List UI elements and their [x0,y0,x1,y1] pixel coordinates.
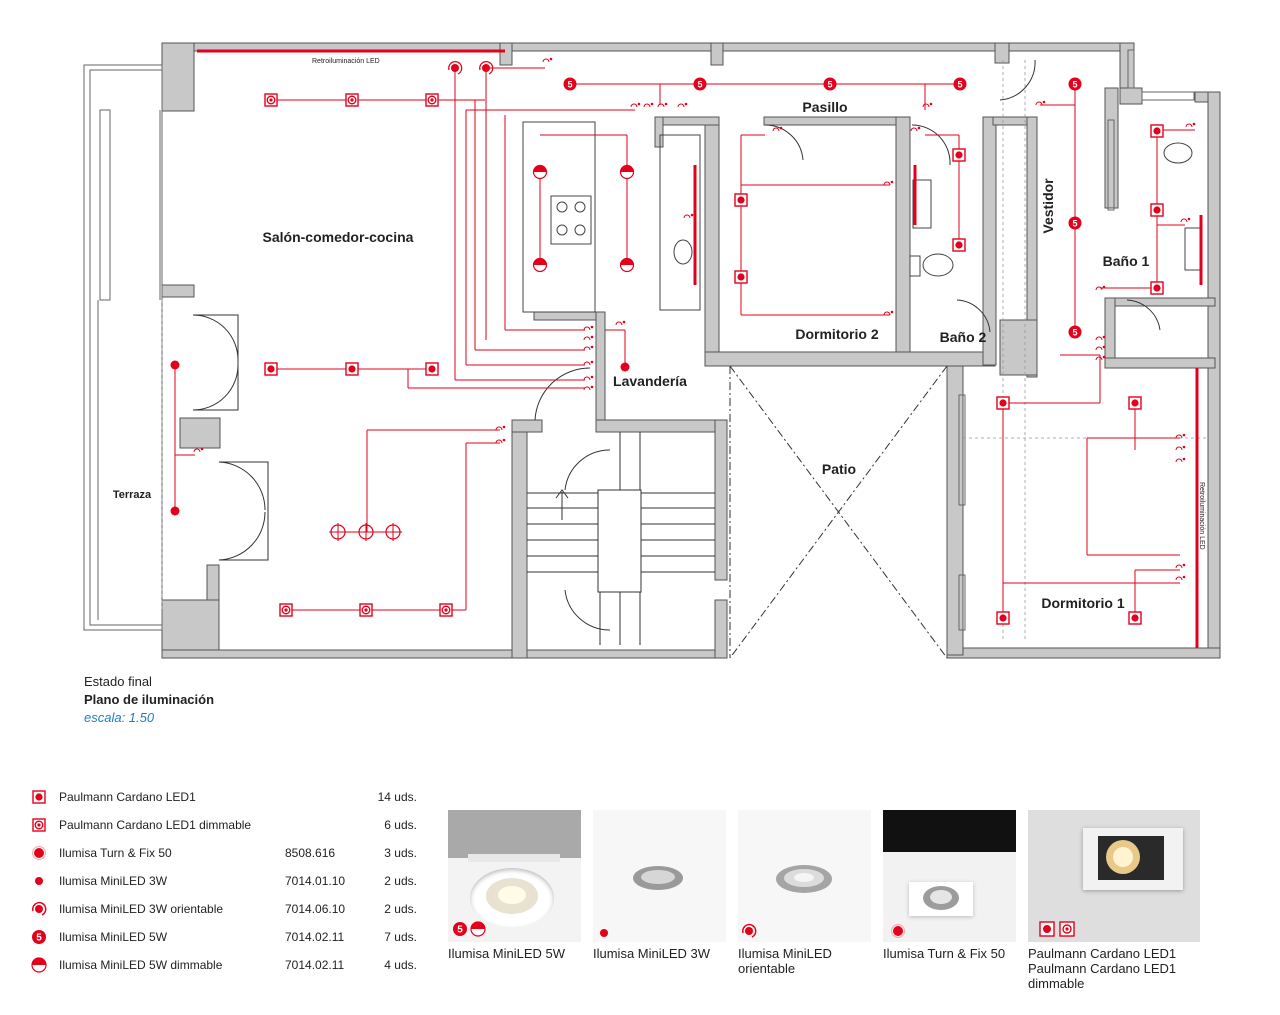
room-label-lavanderia: Lavandería [613,373,687,389]
legend-row: Ilumisa MiniLED 3W 7014.01.10 2 uds. [30,870,430,898]
room-label-vestidor: Vestidor [1040,178,1056,234]
drawing-caption: Estado final Plano de iluminación escala… [84,673,214,727]
product-name: Paulmann Cardano LED1 Paulmann Cardano L… [1028,946,1177,991]
room-label-terraza: Terraza [113,489,152,501]
product-card: Ilumisa MiniLED orientable [738,810,871,976]
caption-state: Estado final [84,674,152,689]
legend-code: 8508.616 [285,846,336,860]
dot-ring-icon [31,845,47,861]
product-name: Ilumisa MiniLED 5W [448,946,566,961]
dot-ring-icon [890,923,906,939]
floor-plan: 5 [83,42,1221,659]
room-label-salon: Salón-comedor-cocina [263,229,414,245]
switches [193,57,1196,581]
circle-five-icon: 5 [453,921,486,937]
legend-row: Ilumisa Turn & Fix 50 8508.616 3 uds. [30,842,430,870]
fixtures-turn-fix [328,61,494,542]
room-label-dormitorio1: Dormitorio 1 [1041,595,1124,611]
half-circle-icon [31,957,47,973]
legend-qty: 7 uds. [384,930,417,944]
mini-led-photo [593,810,726,942]
legend-code: 7014.02.11 [285,930,345,944]
legend-code: 7014.02.11 [285,958,345,972]
legend-qty: 2 uds. [384,902,417,916]
rotate-dot-icon [742,923,757,938]
square-swirl-icon [32,818,46,832]
room-label-dormitorio2: Dormitorio 2 [795,326,878,342]
legend-name: Ilumisa MiniLED 3W orientable [59,902,224,916]
product-name: Ilumisa MiniLED orientable [738,946,832,976]
fixtures-miniled-5w-dimmable [532,164,635,273]
downlight-photo: 5 [448,810,581,942]
led-strip-label-top: Retroiluminación LED [312,58,380,65]
svg-text:5: 5 [457,925,463,936]
cardano-photo [1028,810,1200,942]
caption-title: Plano de iluminación [84,692,215,707]
fixtures-cardano-dimmable [264,93,453,617]
windows [83,49,1195,631]
product-card: Ilumisa MiniLED 3W [593,810,726,961]
product-card: 5 Ilumisa MiniLED 5W [448,810,581,961]
legend-qty: 2 uds. [384,874,417,888]
room-label-bano1: Baño 1 [1103,253,1150,269]
room-label-pasillo: Pasillo [802,99,847,115]
circle-five-icon: 5 [32,930,46,944]
legend-qty: 3 uds. [384,846,417,860]
product-name: Ilumisa Turn & Fix 50 [883,946,1006,961]
led-strip-label-right: Retroiluminación LED [1198,482,1205,550]
fixtures [522,121,1202,313]
product-name: Ilumisa MiniLED 3W [593,946,711,961]
legend-name: Paulmann Cardano LED1 dimmable [59,818,252,832]
legend-code: 7014.06.10 [285,902,346,916]
doors [192,59,1161,561]
legend-name: Ilumisa Turn & Fix 50 [59,846,172,860]
rotate-dot-icon [32,901,47,916]
legend-name: Paulmann Cardano LED1 [59,790,196,804]
legend-name: Ilumisa MiniLED 3W [59,874,168,888]
wiring [174,67,1195,618]
cardano-icons [1039,921,1075,937]
caption-scale: escala: 1.50 [84,710,155,725]
room-label-bano2: Baño 2 [940,329,987,345]
ceiling-lines [161,60,1208,640]
legend-name: Ilumisa MiniLED 5W [59,930,168,944]
legend-qty: 14 uds. [377,790,417,804]
square-dot-icon [32,790,46,804]
legend-qty: 4 uds. [384,958,417,972]
small-dot-icon [35,877,43,885]
legend-row: Ilumisa MiniLED 5W dimmable 7014.02.11 4… [30,954,430,982]
turn-fix-photo [883,810,1016,942]
patio-void [729,365,948,659]
led-strips [197,49,1203,648]
staircase [527,432,715,645]
legend-qty: 6 uds. [384,818,417,832]
svg-text:5: 5 [36,933,42,944]
fixture-legend: Paulmann Cardano LED1 14 uds. Paulmann C… [30,786,430,982]
orientable-photo [738,810,871,942]
legend-row: 5 Ilumisa MiniLED 5W 7014.02.11 7 uds. [30,926,430,954]
room-label-patio: Patio [822,461,856,477]
legend-row: Paulmann Cardano LED1 14 uds. [30,786,430,814]
legend-row: Paulmann Cardano LED1 dimmable 6 uds. [30,814,430,842]
legend-row: Ilumisa MiniLED 3W orientable 7014.06.10… [30,898,430,926]
product-card: Ilumisa Turn & Fix 50 [883,810,1016,961]
legend-name: Ilumisa MiniLED 5W dimmable [59,958,223,972]
legend-code: 7014.01.10 [285,874,346,888]
product-card: Paulmann Cardano LED1 Paulmann Cardano L… [1028,810,1200,991]
small-dot-icon [600,929,608,937]
